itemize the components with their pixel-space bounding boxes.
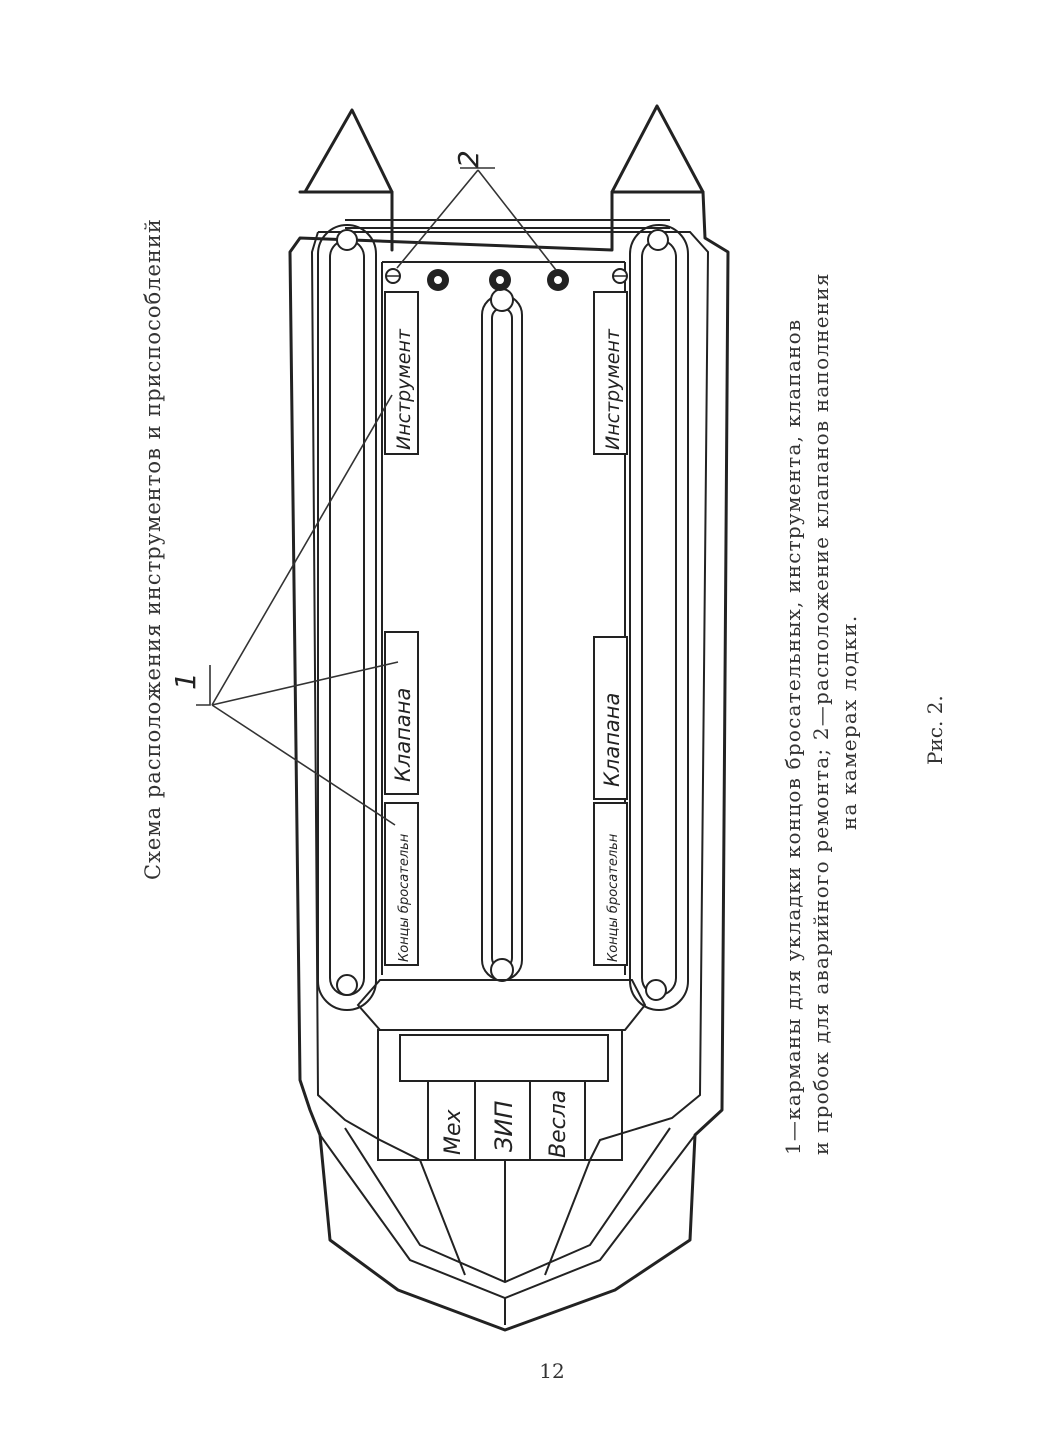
label-oars: Весла	[546, 1090, 571, 1158]
hull-outer	[288, 190, 730, 1332]
centre-tube-end-top	[490, 288, 514, 312]
stern-cone-top	[303, 108, 394, 194]
bow-locker-outer	[377, 1029, 623, 1161]
label-instrument-top: Инструмент	[393, 328, 415, 450]
stern-cone-bottom	[610, 104, 705, 194]
callout-1-label: 1	[169, 672, 202, 690]
bow-seams	[319, 1127, 696, 1325]
pocket-valves-top	[384, 631, 419, 795]
left-tube-inner	[329, 239, 365, 996]
label-valves-top: Клапана	[391, 688, 415, 782]
page-title: Схема расположения инструментов и приспо…	[141, 218, 165, 880]
label-valves-bottom: Клапана	[600, 693, 624, 787]
callout-2: 2	[396, 150, 557, 271]
label-instrument-bottom: Инструмент	[602, 328, 624, 450]
pocket-instrument-bottom	[593, 291, 628, 455]
callout-1: 1	[169, 394, 399, 826]
boat-diagram: Инструмент Инструмент Клапана Клапана Ко…	[288, 104, 730, 1332]
hull-inner	[310, 231, 710, 1161]
pocket-ends-bottom	[593, 802, 628, 966]
label-bag: Мех	[441, 1108, 466, 1155]
callout-2-label: 2	[452, 150, 485, 168]
label-ends-bottom: Концы бросательн	[606, 833, 621, 962]
bow-locker-inner	[399, 1034, 609, 1082]
page-number: 12	[539, 1359, 564, 1383]
left-tube-end-bottom	[336, 974, 358, 996]
caption-line-2: и пробок для аварийного ремонта; 2—распо…	[809, 272, 833, 1155]
left-tube-end-top	[336, 229, 358, 251]
left-tube-outer	[317, 224, 377, 1011]
centre-tube-outer	[481, 294, 523, 981]
centre-tube-inner	[491, 307, 513, 969]
bench-hex	[356, 979, 647, 1031]
right-tube-end-top	[647, 229, 669, 251]
bow-compartment-dividers	[427, 1082, 586, 1160]
pocket-instrument-top	[384, 291, 419, 455]
inflation-valves	[385, 268, 628, 291]
label-spares: ЗИП	[490, 1101, 518, 1152]
centre-tube-end-bottom	[490, 958, 514, 982]
stern-frame	[345, 219, 670, 229]
pocket-valves-bottom	[593, 636, 628, 800]
right-tube-end-bottom	[645, 979, 667, 1001]
right-tube-outer	[629, 224, 689, 1011]
figure-label: Рис. 2.	[923, 695, 947, 765]
right-tube-inner	[641, 239, 677, 996]
caption-line-3: на камерах лодки.	[837, 615, 861, 830]
label-ends-top: Концы бросательн	[397, 833, 412, 962]
caption-line-1: 1—карманы для укладки концов бросательны…	[781, 319, 805, 1155]
pocket-ends-top	[384, 802, 419, 966]
